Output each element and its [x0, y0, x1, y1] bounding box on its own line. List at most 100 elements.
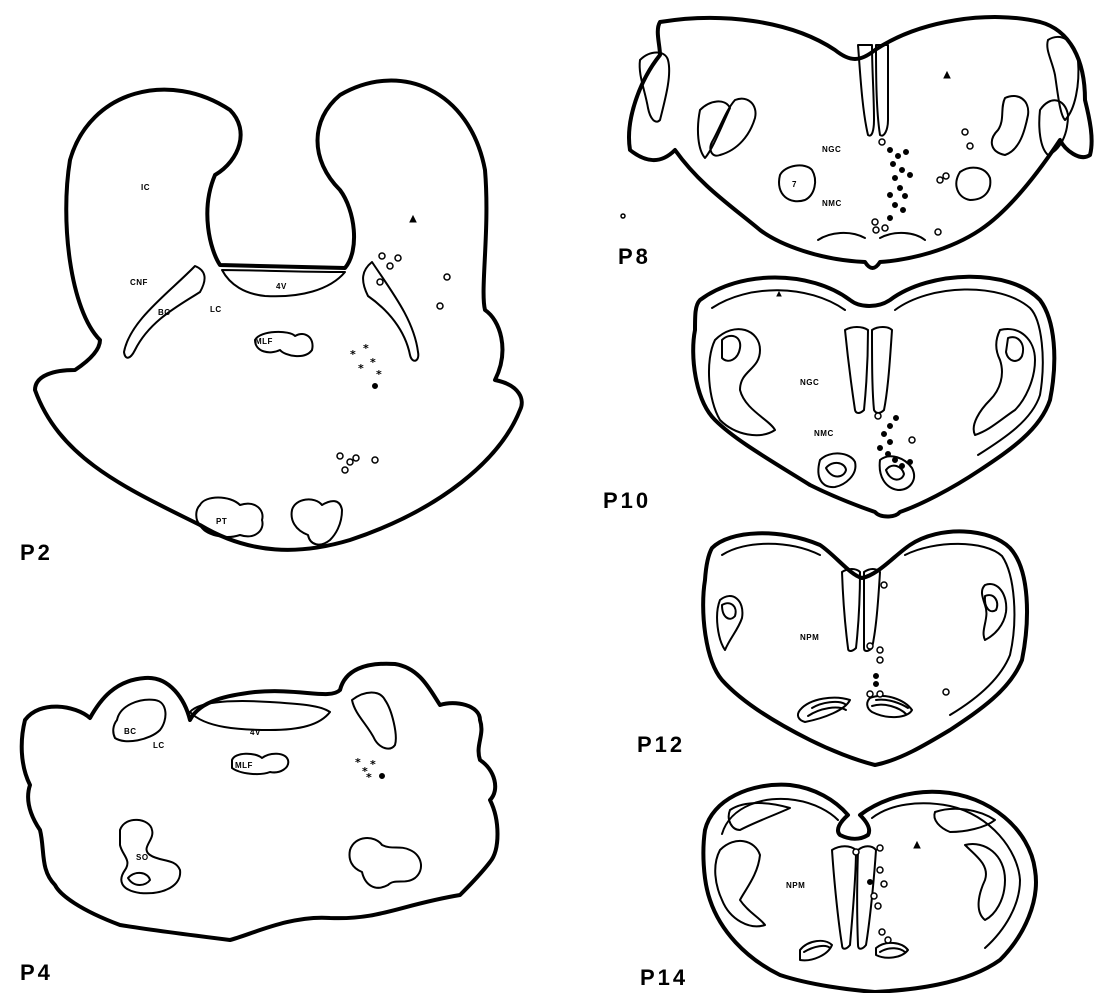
section-p14-right-pyramid-b — [880, 948, 905, 952]
section-p10-left-pyramid — [818, 453, 855, 487]
p2-open-circle — [395, 255, 401, 261]
p8-filled-circle — [888, 193, 893, 198]
section-p14-inner-outline — [722, 799, 1020, 948]
p14-open-circle — [875, 903, 881, 909]
p12-open-circle — [867, 691, 873, 697]
p14-open-circle — [885, 937, 891, 943]
p2-label-4v: 4V — [276, 282, 287, 291]
section-p10-left-pyramid-inner — [826, 463, 846, 477]
p10-label-nmc: NMC — [814, 429, 834, 438]
p2-open-circle — [387, 263, 393, 269]
section-p8: NGC NMC 7 P8 — [618, 17, 1092, 269]
p4-label-bc: BC — [124, 727, 137, 736]
p8-filled-circle — [904, 150, 909, 155]
p14-open-circle — [871, 893, 877, 899]
p2-open-circle — [337, 453, 343, 459]
p8-triangle — [944, 72, 950, 78]
section-p4-right-bc — [352, 693, 396, 749]
p8-label-7: 7 — [792, 180, 797, 189]
section-p14: NPM P14 — [640, 785, 1036, 992]
p12-open-circle — [943, 689, 949, 695]
section-p10-left-lateral — [709, 329, 775, 435]
section-p4-left-so-inner — [128, 873, 150, 885]
section-p12: NPM P12 — [637, 531, 1027, 765]
section-p2: * * * * * IC CNF BC LC 4V MLF PT P2 — [20, 81, 522, 565]
section-p14-left-lateral-b — [729, 803, 790, 830]
p8-filled-circle — [888, 148, 893, 153]
p12-filled-circle — [874, 682, 879, 687]
section-p14-left-lateral — [715, 841, 765, 926]
p4-panel-label: P4 — [20, 960, 53, 985]
p10-filled-circle — [888, 440, 893, 445]
p2-open-circle — [444, 274, 450, 280]
p12-filled-circle — [874, 674, 879, 679]
section-p8-left-tract-outer — [698, 101, 730, 158]
p8-open-circle — [882, 225, 888, 231]
section-p4-left-bc — [113, 700, 165, 742]
p2-open-circle — [342, 467, 348, 473]
p2-label-lc: LC — [210, 305, 222, 314]
p2-label-cnf: CNF — [130, 278, 148, 287]
p4-star: * — [355, 756, 361, 769]
p8-filled-circle — [891, 162, 896, 167]
p8-panel-label: P8 — [618, 244, 651, 269]
p8-open-circle — [872, 219, 878, 225]
p12-open-circle — [881, 582, 887, 588]
p2-star: * — [350, 348, 356, 361]
p12-label-npm: NPM — [800, 633, 819, 642]
section-p4-left-so — [120, 820, 180, 893]
p14-label-npm: NPM — [786, 881, 805, 890]
p14-open-circle — [881, 881, 887, 887]
section-p12-left-raphe — [842, 569, 860, 651]
section-p4: * * * * BC LC 4V MLF SO P4 — [20, 664, 498, 985]
p12-open-circle — [877, 647, 883, 653]
p10-filled-circle — [893, 458, 898, 463]
p8-open-circle — [935, 229, 941, 235]
p8-filled-circle — [900, 168, 905, 173]
section-p12-right-raphe — [864, 569, 880, 651]
p10-filled-circle — [894, 416, 899, 421]
p14-triangle — [914, 842, 920, 848]
section-p10: NGC NMC P10 — [603, 277, 1054, 517]
p2-label-bc: BC — [158, 308, 171, 317]
p14-open-circle — [879, 929, 885, 935]
section-p2-right-bc — [363, 262, 418, 361]
section-p8-left-seven — [779, 165, 815, 201]
p8-filled-circle — [898, 186, 903, 191]
p10-panel-label: P10 — [603, 488, 651, 513]
p14-open-circle — [853, 849, 859, 855]
p10-filled-circle — [886, 452, 891, 457]
p2-open-circle — [372, 457, 378, 463]
p10-filled-circle — [882, 432, 887, 437]
p4-label-mlf: MLF — [235, 761, 253, 770]
p2-label-mlf: MLF — [255, 337, 273, 346]
p12-open-circle — [877, 691, 883, 697]
p2-star: * — [376, 368, 382, 381]
p8-stray-circle — [621, 214, 625, 218]
section-p8-left-tract — [710, 99, 755, 156]
p10-filled-circle — [878, 446, 883, 451]
p8-label-ngc: NGC — [822, 145, 841, 154]
p12-open-circle — [867, 643, 873, 649]
p8-filled-circle — [903, 194, 908, 199]
section-p10-left-raphe — [845, 327, 868, 413]
section-p10-right-raphe — [872, 327, 892, 413]
p10-open-circle — [875, 413, 881, 419]
p14-filled-circle — [868, 880, 873, 885]
p4-label-lc: LC — [153, 741, 165, 750]
p8-filled-circle — [896, 154, 901, 159]
section-p2-outline — [35, 81, 522, 550]
section-p8-right-raphe — [876, 45, 888, 136]
p2-open-circle — [379, 253, 385, 259]
p8-open-circle — [943, 173, 949, 179]
p4-label-4v: 4V — [250, 728, 261, 737]
p2-triangle — [410, 216, 416, 222]
p8-filled-circle — [888, 216, 893, 221]
p8-filled-circle — [908, 173, 913, 178]
section-p2-pt-right — [292, 499, 342, 544]
p10-filled-circle — [900, 464, 905, 469]
p14-open-circle — [877, 867, 883, 873]
p8-open-circle — [873, 227, 879, 233]
p2-panel-label: P2 — [20, 540, 53, 565]
